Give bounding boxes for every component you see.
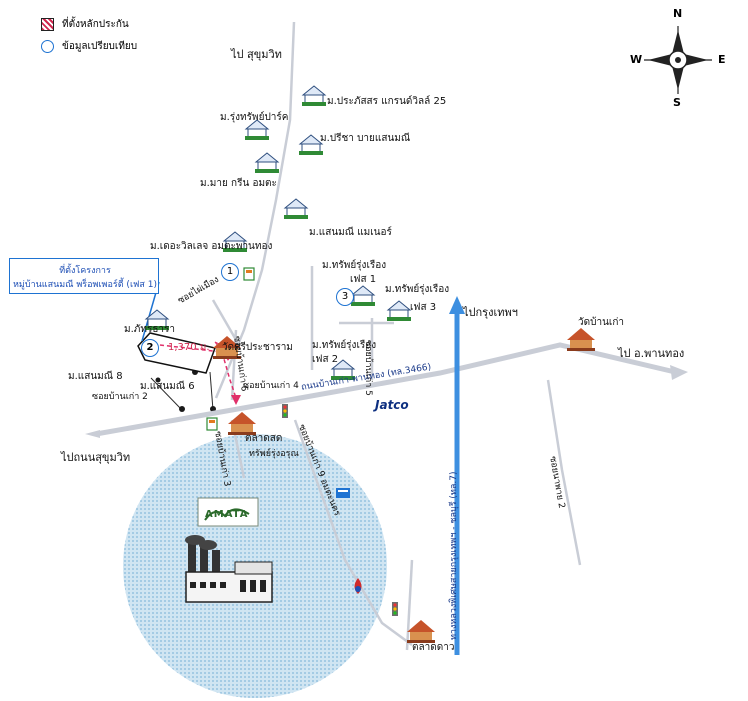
label-phatthra: ม.ภัทรธารา [124, 324, 176, 335]
label-rungsap-2-phase: เฟส 2 [312, 354, 339, 365]
label-to-bangkok: ไปกรุงเทพฯ [463, 306, 518, 319]
label-sanmanee-manor: ม.แสนมณี แมเนอร์ [309, 227, 392, 238]
house-icon [350, 285, 376, 307]
traffic-light-icon [392, 602, 398, 616]
label-motorway-7: ทางหลวงพิเศษสายกรุงเทพฯ - ชลบุรี (ทล.7) [449, 471, 459, 640]
label-to-phanthong: ไป อ.พานทอง [618, 347, 685, 360]
comparable-marker-3: 3 [336, 288, 354, 306]
temple-icon [567, 328, 595, 351]
arrow-to-phanthong [670, 365, 688, 380]
jatco-logo: Jatco [375, 398, 409, 412]
label-rungsap-1: ม.ทรัพย์รุ่งเรือง [322, 260, 387, 271]
label-talat-dao: ตลาดดาว [412, 642, 455, 653]
arrow-to-bangkok [449, 296, 465, 314]
comparable-circle-icon [41, 39, 54, 53]
label-to-sukhumvit-north: ไป สุขุมวิท [231, 48, 282, 61]
amata-logo: AMATA [205, 509, 249, 520]
project-callout: ที่ตั้งโครงการ หมู่บ้านแสนมณี พร็อพเพอร์… [9, 258, 159, 294]
label-wat-sri: วัดศรีประชาราม [222, 342, 293, 353]
label-my-green: ม.มาย กรีน อมตะ [200, 178, 277, 189]
legend-item-site: ที่ตั้งหลักประกัน [41, 13, 166, 35]
label-sanmanee-6: ม.แสนมณี 6 [140, 381, 195, 392]
label-talat-sod: ตลาดสด [245, 433, 283, 444]
compass-rose [644, 26, 712, 94]
label-the-village: ม.เดอะวิลเลจ อมตะพานทอง [150, 241, 273, 252]
main-road-3466 [95, 342, 676, 437]
traffic-light-icon [282, 404, 288, 418]
label-rungsap-3-phase: เฟส 3 [410, 302, 437, 313]
comparable-marker-2: 2 [141, 339, 159, 357]
road-talat-dao [405, 559, 414, 651]
compass-s: S [673, 96, 681, 109]
label-sanmanee-8: ม.แสนมณี 8 [68, 371, 123, 382]
house-icon [301, 85, 327, 107]
label-sap-charoen: ทรัพย์รุ่งอรุณ [249, 449, 299, 459]
map-legend: ที่ตั้งหลักประกัน ข้อมูลเปรียบเทียบ [41, 13, 166, 57]
gas-station-icon [354, 578, 362, 594]
comparable-marker-1: 1 [221, 263, 239, 281]
factory-icon [185, 497, 273, 603]
compass-n: N [673, 7, 683, 20]
label-rungsap-3: ม.ทรัพย์รุ่งเรือง [385, 284, 450, 295]
label-rungsap-1-phase: เฟส 1 [350, 274, 377, 285]
site-swatch-icon [41, 17, 54, 31]
route-arrow [231, 395, 241, 405]
house-icon [386, 300, 412, 322]
label-soi-ban-kao-2: ซอยบ้านเก่า 2 [92, 392, 148, 402]
minor-roads [211, 21, 582, 651]
soi-napa-2 [546, 379, 582, 566]
label-to-sukhumvit-west: ไปถนนสุขุมวิท [61, 451, 131, 464]
house-icon [254, 152, 280, 174]
legend-label: ที่ตั้งหลักประกัน [62, 18, 129, 30]
seven-eleven-icon [243, 267, 255, 281]
label-soi-ban-kao-4: ซอยบ้านเก่า 4 [243, 381, 299, 391]
compass-w: W [630, 53, 643, 66]
distance-route [159, 344, 237, 399]
house-icon [283, 198, 309, 220]
callout-title: ที่ตั้งโครงการ [59, 266, 111, 276]
label-wat-ban-kao: วัดบ้านเก่า [578, 317, 624, 328]
bank-icon [336, 488, 350, 498]
road-sukhumvit-north [214, 21, 296, 399]
label-preecha: ม.ปรีชา บายแสนมณี [320, 133, 411, 144]
legend-label: ข้อมูลเปรียบเทียบ [62, 40, 138, 52]
label-rungsap-2: ม.ทรัพย์รุ่งเรือง [312, 340, 377, 351]
label-prasatsorn: ม.ประภัสสร แกรนด์วิลล์ 25 [327, 96, 447, 107]
seven-eleven-icon [206, 417, 218, 431]
legend-item-comparable: ข้อมูลเปรียบเทียบ [41, 35, 166, 57]
compass-e: E [718, 53, 726, 66]
callout-subtitle: หมู่บ้านแสนมณี พร็อพเพอร์ตี้ (เฟส 1) [13, 280, 157, 290]
soi-ban-kao-9 [293, 419, 413, 647]
label-rungsap-park: ม.รุ่งทรัพย์ปาร์ค [220, 112, 289, 123]
distance-label: 1,370 ม. [168, 342, 210, 353]
